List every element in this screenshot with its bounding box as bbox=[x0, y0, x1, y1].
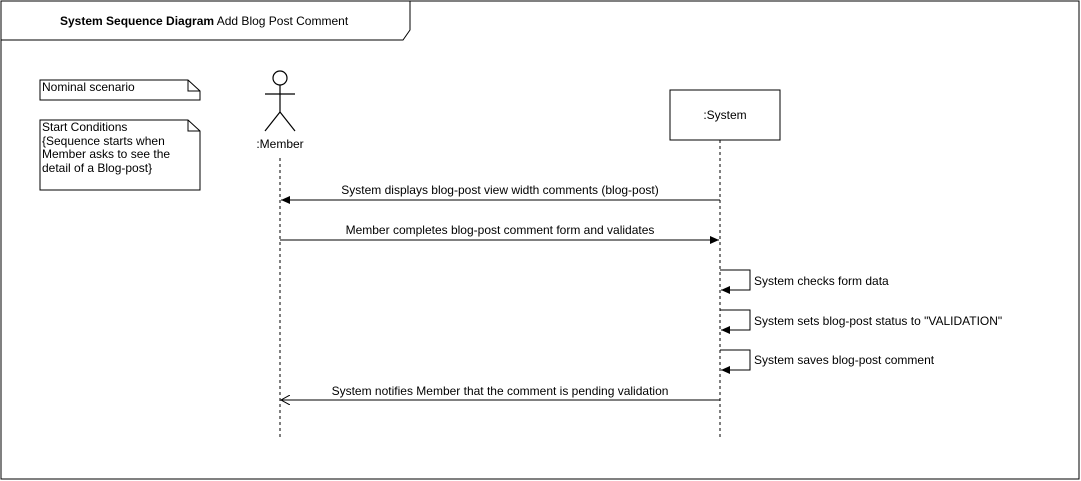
svg-text:System checks form data: System checks form data bbox=[754, 274, 889, 288]
system-participant-box bbox=[669, 89, 781, 141]
note-start-conditions-box bbox=[39, 119, 201, 191]
system-label: :System bbox=[703, 108, 746, 122]
note-line: detail of a Blog-post} bbox=[42, 160, 153, 175]
note-line: Member asks to see the bbox=[42, 147, 171, 161]
svg-text:Member completes blog-post com: Member completes blog-post comment form … bbox=[346, 223, 655, 237]
message-display-blog-post: System displays blog-post view width com… bbox=[281, 183, 720, 204]
note-start-conditions-text: Start Conditions {Sequence starts when M… bbox=[42, 120, 171, 175]
svg-text:System displays blog-post view: System displays blog-post view width com… bbox=[341, 183, 658, 197]
svg-text:System sets blog-post status t: System sets blog-post status to "VALIDAT… bbox=[754, 314, 1002, 328]
member-label: :Member bbox=[256, 137, 303, 151]
member-actor-icon bbox=[264, 70, 296, 132]
note-line: {Sequence starts when bbox=[42, 133, 165, 148]
self-message-set-status: System sets blog-post status to "VALIDAT… bbox=[720, 309, 1002, 334]
message-complete-comment-form: Member completes blog-post comment form … bbox=[280, 223, 719, 244]
note-line: Start Conditions bbox=[42, 120, 128, 134]
svg-text:System notifies Member that th: System notifies Member that the comment … bbox=[332, 384, 669, 398]
frame-title-tab bbox=[1, 1, 411, 41]
note-scenario-text: Nominal scenario bbox=[42, 80, 135, 94]
reply-message-pending-validation: System notifies Member that the comment … bbox=[281, 384, 720, 400]
self-message-save-comment: System saves blog-post comment bbox=[720, 349, 935, 374]
frame-title: System Sequence Diagram Add Blog Post Co… bbox=[60, 14, 349, 28]
svg-text:System saves blog-post comment: System saves blog-post comment bbox=[754, 353, 935, 367]
note-fold bbox=[187, 120, 200, 132]
note-fold bbox=[187, 80, 200, 92]
self-message-check-form-data: System checks form data bbox=[720, 269, 889, 294]
note-scenario-box bbox=[39, 79, 201, 101]
